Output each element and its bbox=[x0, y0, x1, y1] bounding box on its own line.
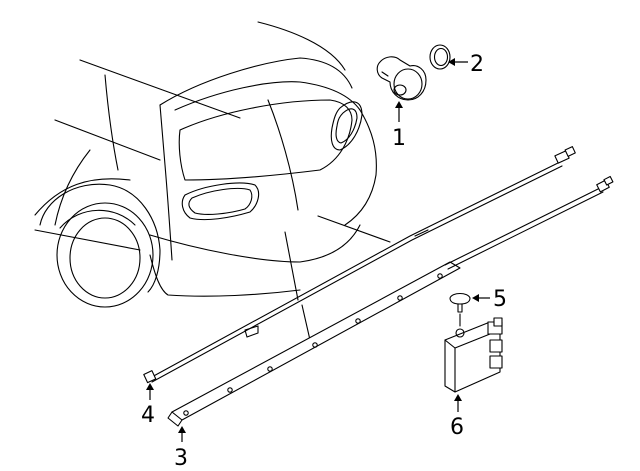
callout-4: 4 bbox=[141, 403, 155, 428]
module-clip bbox=[493, 317, 503, 327]
callout-3: 3 bbox=[174, 446, 188, 471]
tail-lamp-left-inner bbox=[188, 187, 253, 215]
body-contour-b bbox=[34, 178, 131, 216]
module-connector-c bbox=[489, 355, 503, 369]
harness-connector-end bbox=[143, 370, 157, 384]
bracket-hole bbox=[312, 342, 318, 348]
bracket-cable-b bbox=[447, 191, 604, 270]
rear-window bbox=[178, 99, 353, 181]
body-line bbox=[54, 119, 161, 161]
callout-2: 2 bbox=[470, 52, 484, 77]
bracket-hole bbox=[397, 295, 403, 301]
ref-line-b bbox=[301, 304, 311, 341]
harness-connector-tip bbox=[564, 146, 576, 157]
sensor-face bbox=[393, 68, 423, 100]
part-1-park-sensor bbox=[376, 56, 427, 101]
bezel-inner bbox=[433, 47, 449, 67]
harness-wire-a bbox=[149, 161, 561, 379]
tail-lamp-left-outer bbox=[181, 182, 260, 221]
harness-wire-b bbox=[151, 165, 563, 383]
bumper-top bbox=[149, 224, 361, 263]
body-contour-a bbox=[54, 149, 91, 226]
rear-wheel-inner bbox=[69, 217, 141, 299]
pillar-b bbox=[159, 104, 166, 166]
sill-line bbox=[34, 229, 141, 251]
rear-side-contour bbox=[344, 109, 377, 226]
harness-clip bbox=[414, 229, 429, 237]
callout-5: 5 bbox=[493, 287, 507, 312]
arrow-4 bbox=[146, 383, 154, 390]
body-corner bbox=[164, 164, 173, 261]
bracket-hole bbox=[437, 273, 443, 279]
wheel-arch bbox=[39, 183, 161, 293]
spoiler bbox=[174, 81, 361, 111]
roof-edge bbox=[257, 21, 346, 71]
bracket-cable-tip bbox=[603, 175, 614, 186]
tail-lamp-right-inner bbox=[335, 108, 358, 144]
bracket-end bbox=[167, 411, 183, 427]
module-mount-hole bbox=[455, 328, 465, 338]
bracket-hole bbox=[267, 366, 273, 372]
car-rear-illustration bbox=[34, 21, 391, 341]
tail-lamp-right-outer bbox=[330, 101, 363, 151]
bracket-strip-body bbox=[171, 261, 461, 421]
arrow-1 bbox=[395, 101, 403, 108]
ref-line-a bbox=[284, 231, 299, 301]
arrow-5 bbox=[472, 294, 479, 302]
part-6-control-module bbox=[444, 313, 503, 393]
callout-labels: 1 2 3 4 5 6 bbox=[141, 52, 507, 471]
part-4-wiring-harness bbox=[143, 146, 576, 384]
tailgate-seam bbox=[267, 99, 299, 211]
arrow-2 bbox=[448, 58, 455, 66]
tire-tread bbox=[59, 209, 136, 229]
part-2-bezel bbox=[429, 44, 451, 70]
harness-tag bbox=[244, 325, 259, 338]
bumper-line bbox=[317, 215, 391, 243]
roof-line bbox=[79, 59, 241, 119]
callout-leaders bbox=[146, 58, 490, 442]
bracket-hole bbox=[227, 387, 233, 393]
arrow-6 bbox=[454, 394, 462, 401]
callout-6: 6 bbox=[450, 415, 464, 440]
part-5-push-clip bbox=[449, 292, 471, 313]
clip-stem bbox=[457, 303, 463, 313]
sensor-plug bbox=[381, 71, 389, 77]
bracket-hole bbox=[355, 318, 361, 324]
pillar-a bbox=[104, 74, 119, 171]
module-connector-b bbox=[489, 339, 503, 353]
bumper-lower bbox=[149, 254, 301, 297]
callout-1: 1 bbox=[392, 126, 406, 151]
arrow-3 bbox=[178, 426, 186, 433]
rear-roof bbox=[159, 57, 353, 106]
clip-head bbox=[449, 292, 471, 305]
rear-wheel-outer bbox=[56, 202, 154, 308]
bracket-cable-a bbox=[444, 187, 601, 266]
bracket-hole bbox=[183, 410, 189, 416]
sensor-lens bbox=[393, 84, 407, 96]
part-3-bracket-strip bbox=[167, 175, 614, 427]
